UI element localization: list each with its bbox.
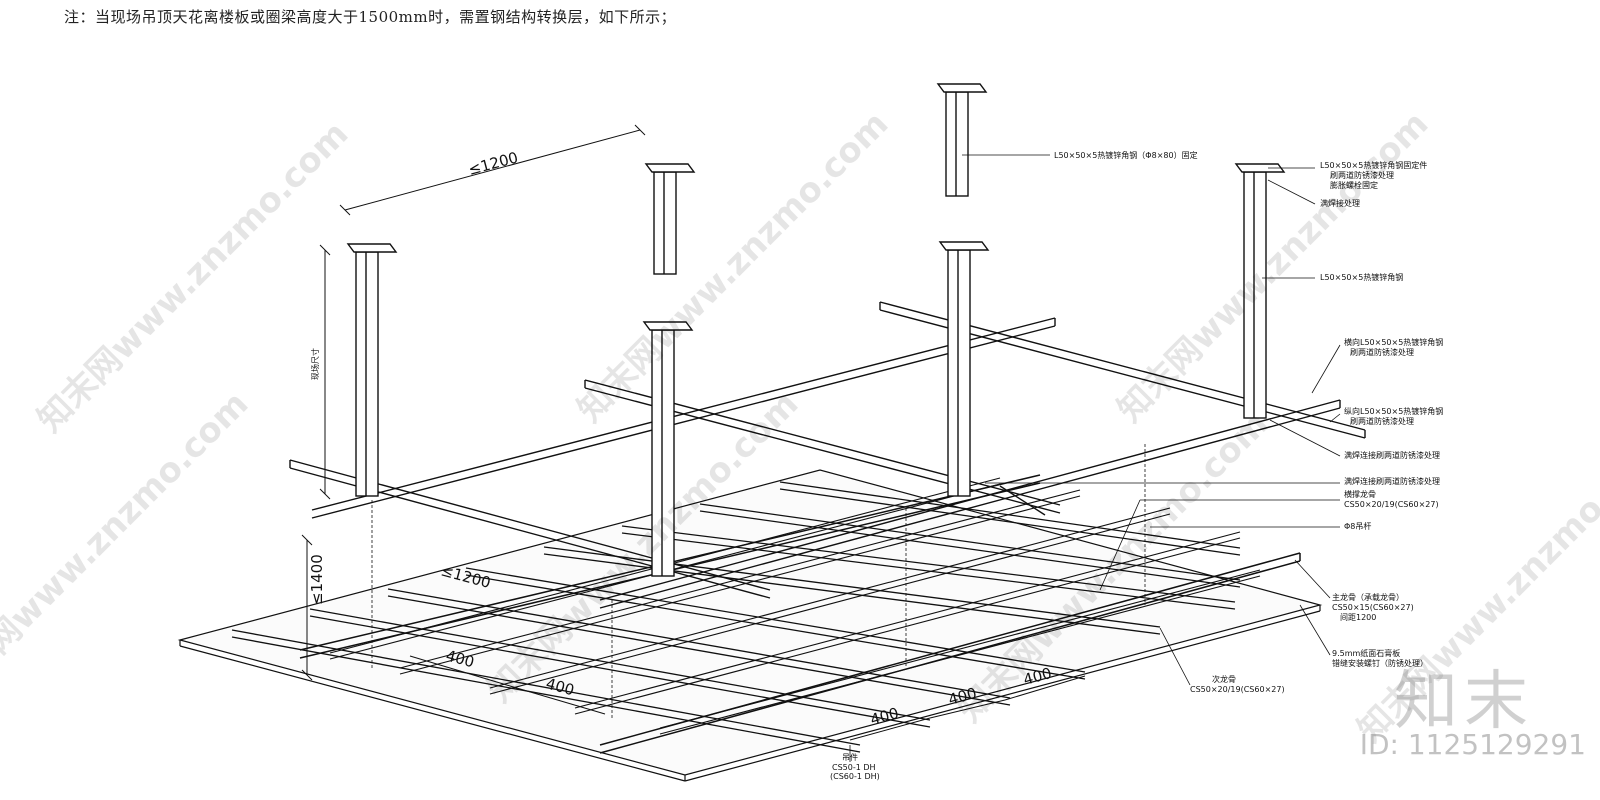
annotation-a9-line1: 横撑龙骨 [1344, 489, 1376, 499]
annotation-a4: L50×50×5热镀锌角钢 [1320, 272, 1403, 282]
annotation-a12-line1: 9.5mm纸面石膏板 [1332, 648, 1400, 658]
annotation-a3: 满焊接处理 [1320, 198, 1360, 208]
annotation-a2-line3: 膨胀螺栓固定 [1330, 180, 1378, 190]
annotation-a11-line2: CS50×15(CS60×27) [1332, 603, 1414, 612]
annotation-a12-line2: 错缝安装螺钉（防锈处理） [1332, 658, 1428, 668]
annotation-a1: L50×50×5热镀锌角钢（Φ8×80）固定 [1054, 150, 1198, 160]
main-keels [299, 474, 1301, 754]
vertical-posts [346, 83, 1286, 577]
annotation-a10: Φ8吊杆 [1344, 521, 1371, 531]
annotation-a6-line2: 刷两道防锈漆处理 [1350, 416, 1414, 426]
leader-lines [849, 154, 1341, 762]
drawing-note: 注：当现场吊顶天花离楼板或圈梁高度大于1500mm时，需置钢结构转换层，如下所示… [64, 8, 677, 26]
annotation-a11-line3: 间距1200 [1340, 613, 1376, 622]
image-id-label: ID: 1125129291 [1359, 728, 1586, 761]
annotation-a14-line1: 吊件 [842, 752, 858, 762]
annotation-a11-line1: 主龙骨（承载龙骨） [1332, 592, 1404, 602]
annotation-a5-line2: 刷两道防锈漆处理 [1350, 347, 1414, 357]
annotation-a8: 满焊连接刷两道防锈漆处理 [1344, 476, 1440, 486]
annotation-a14-line3: (CS60-1 DH) [830, 772, 880, 781]
dim-top-span: ≤1200 [466, 148, 520, 179]
annotation-a9-line2: CS50×20/19(CS60×27) [1344, 500, 1439, 509]
dim-site-size: 现场尺寸 [310, 348, 320, 380]
annotation-a5-line1: 横向L50×50×5热镀锌角钢 [1344, 337, 1443, 347]
dimension-lines [301, 124, 1086, 741]
annotation-a6-line1: 纵向L50×50×5热镀锌角钢 [1344, 406, 1443, 416]
secondary-keels [231, 481, 1241, 753]
dim-vertical-1400: ≤1400 [308, 554, 326, 605]
brand-logo: 知末 [1394, 665, 1534, 739]
annotation-a13-line1: 次龙骨 [1212, 674, 1236, 684]
annotation-a2-line2: 刷两道防锈漆处理 [1330, 170, 1394, 180]
annotation-a2-line1: L50×50×5热镀锌角钢固定件 [1320, 160, 1427, 170]
annotation-a13-line2: CS50×20/19(CS60×27) [1190, 685, 1285, 694]
annotation-a7: 满焊连接刷两道防锈漆处理 [1344, 450, 1440, 460]
annotation-a14-line2: CS50-1 DH [832, 763, 876, 772]
hanger-rods [371, 444, 1146, 720]
